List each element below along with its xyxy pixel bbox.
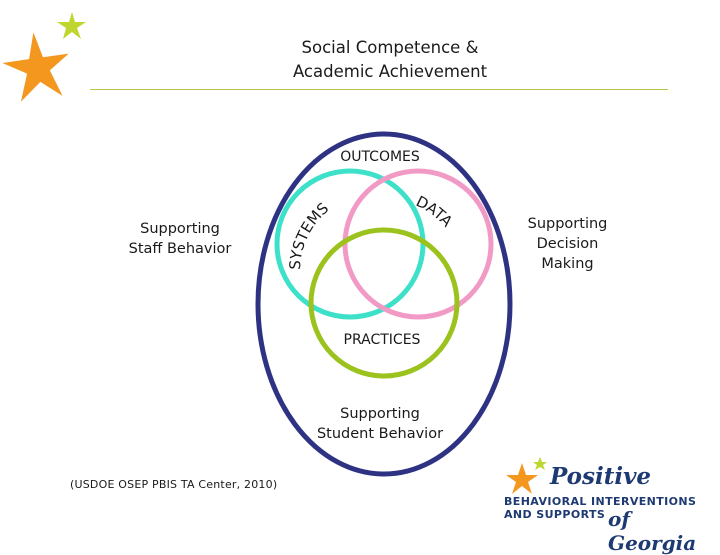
logo-georgia-word: of Georgia [608, 507, 697, 555]
logo-line-behavioral: BEHAVIORAL INTERVENTIONS [504, 495, 697, 508]
decision-line-2: Decision [536, 236, 599, 252]
logo-stars [506, 457, 547, 494]
citation: (USDOE OSEP PBIS TA Center, 2010) [70, 478, 278, 491]
decision-making-label: Supporting Decision Making [500, 214, 635, 274]
logo-green-star-icon [533, 457, 547, 470]
outcomes-label: OUTCOMES [340, 149, 420, 165]
title-line-1: Social Competence & [301, 38, 479, 57]
pbis-georgia-logo: Positive BEHAVIORAL INTERVENTIONS AND SU… [498, 455, 708, 555]
student-line-1: Supporting [340, 406, 420, 422]
logo-positive-word: Positive [550, 463, 652, 490]
green-star-icon [57, 12, 86, 39]
practices-circle [308, 227, 460, 379]
title-divider [90, 89, 668, 90]
student-behavior-label: Supporting Student Behavior [290, 404, 470, 444]
pbis-venn-diagram: SYSTEMS DATA [255, 131, 513, 477]
decision-line-3: Making [541, 256, 594, 272]
decorative-stars [2, 12, 86, 102]
orange-star-icon [2, 32, 69, 102]
student-line-2: Student Behavior [316, 426, 444, 442]
data-circle [342, 168, 494, 320]
staff-line-1: Supporting [140, 221, 220, 237]
staff-behavior-label: Supporting Staff Behavior [100, 219, 260, 259]
decision-line-1: Supporting [527, 216, 608, 232]
logo-line-supports: AND SUPPORTS [504, 508, 606, 521]
staff-line-2: Staff Behavior [128, 241, 232, 257]
outer-oval [255, 131, 513, 477]
title-line-2: Academic Achievement [292, 62, 488, 81]
logo-orange-star-icon [506, 463, 538, 494]
practices-label: PRACTICES [343, 332, 421, 348]
page-title: Social Competence & Academic Achievement [230, 36, 550, 84]
